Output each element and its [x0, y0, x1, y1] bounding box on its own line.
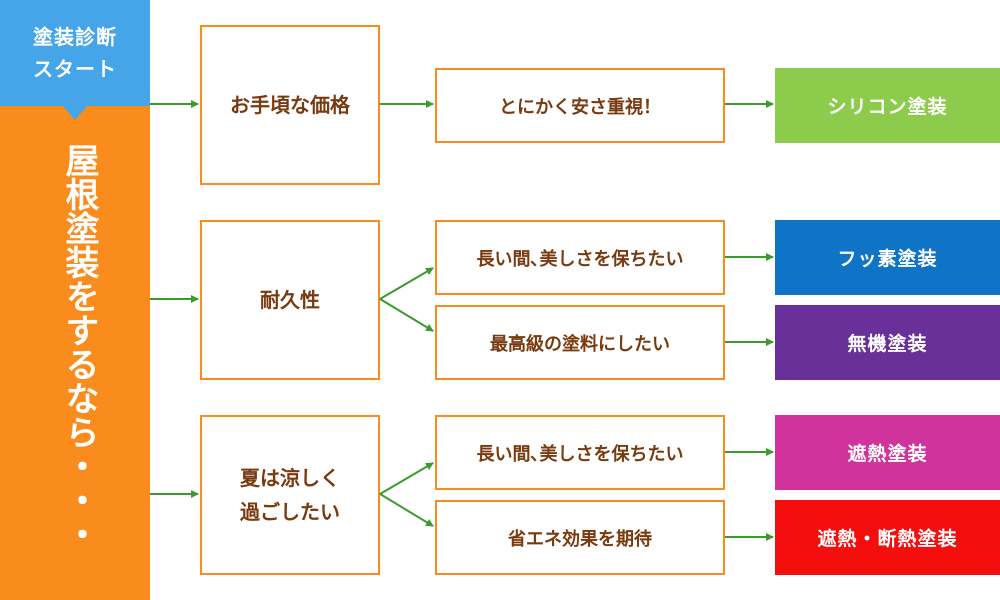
result-silicone-label: シリコン塗装 [827, 96, 948, 118]
result-fluorine-label: フッ素塗装 [837, 248, 938, 270]
result-silicone: シリコン塗装 [775, 68, 1000, 143]
question-cool-summer-line1: 夏は涼しく [240, 466, 340, 490]
start-label: 塗装診断 スタート [0, 0, 150, 106]
result-inorganic: 無機塗装 [775, 305, 1000, 380]
option-long-lasting-beauty-2-label: 長い間､美しさを保ちたい [476, 443, 684, 465]
side-title: 屋根塗装をするなら・・・ [59, 143, 99, 551]
arrow-durability-to-premium [379, 298, 434, 332]
result-heat-shield: 遮熱塗装 [775, 415, 1000, 490]
result-heat-shield-insulation-label: 遮熱・断熱塗装 [817, 528, 958, 550]
option-energy-saving: 省エネ効果を期待 [435, 500, 725, 575]
result-fluorine: フッ素塗装 [775, 220, 1000, 295]
option-premium-paint: 最高級の塗料にしたい [435, 305, 725, 380]
option-cheap-label: とにかく安さ重視！ [499, 96, 661, 118]
result-inorganic-label: 無機塗装 [847, 333, 928, 355]
question-durability: 耐久性 [200, 220, 380, 380]
arrow-cool-summer-to-beauty [379, 462, 434, 495]
arrow-durability-to-beauty [379, 267, 434, 300]
option-energy-saving-label: 省エネ効果を期待 [508, 528, 652, 550]
option-premium-paint-label: 最高級の塗料にしたい [490, 333, 670, 355]
side-panel [0, 106, 150, 600]
question-durability-label: 耐久性 [260, 288, 320, 312]
option-long-lasting-beauty-2: 長い間､美しさを保ちたい [435, 415, 725, 490]
start-label-line2: スタート [33, 57, 117, 81]
start-label-line1: 塗装診断 [33, 25, 117, 49]
option-long-lasting-beauty: 長い間､美しさを保ちたい [435, 220, 725, 295]
arrow-cool-summer-to-energy [379, 493, 434, 527]
option-cheap: とにかく安さ重視！ [435, 68, 725, 143]
question-cool-summer-line2: 過ごしたい [240, 500, 340, 524]
result-heat-shield-label: 遮熱塗装 [847, 443, 928, 465]
question-cool-summer: 夏は涼しく 過ごしたい [200, 415, 380, 575]
start-pointer [61, 104, 89, 120]
question-price: お手頃な価格 [200, 25, 380, 185]
question-price-label: お手頃な価格 [230, 93, 350, 117]
option-long-lasting-beauty-label: 長い間､美しさを保ちたい [476, 248, 684, 270]
result-heat-shield-insulation: 遮熱・断熱塗装 [775, 500, 1000, 575]
